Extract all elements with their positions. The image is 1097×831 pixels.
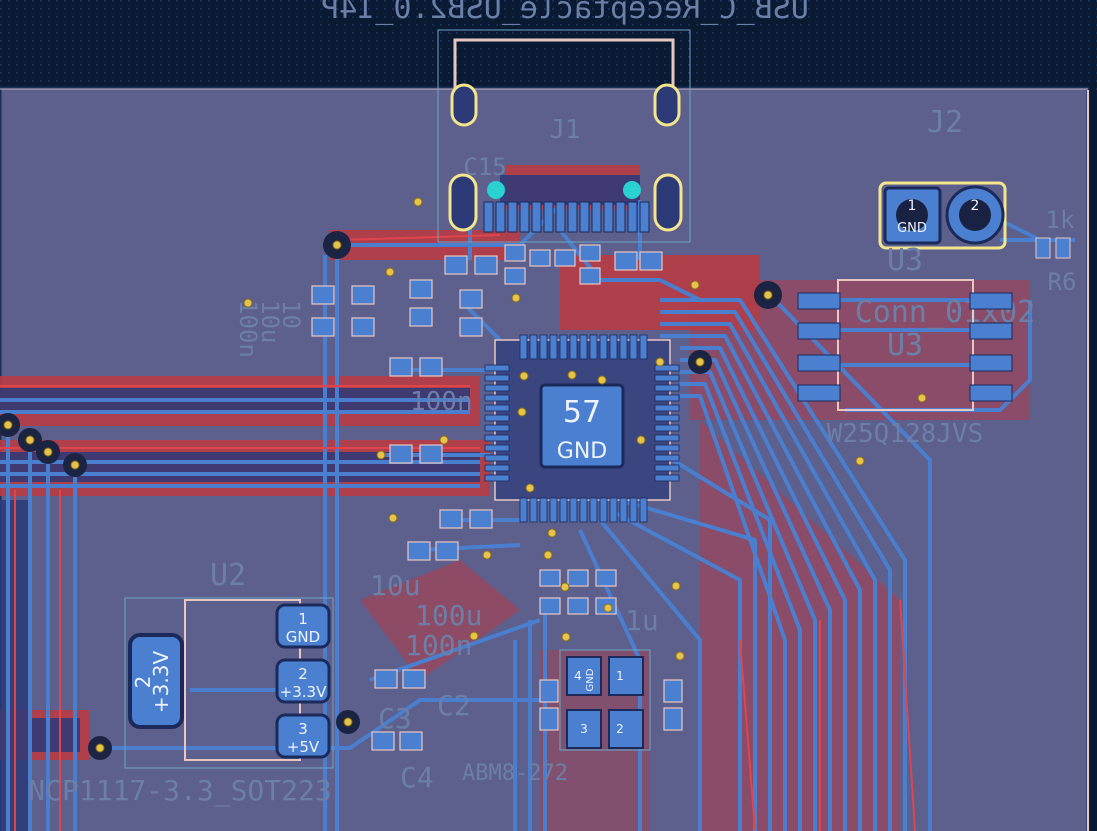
label-1u: 1u bbox=[625, 604, 659, 637]
j1-shield-pad-br[interactable] bbox=[653, 173, 683, 232]
r6-ref-label: R6 bbox=[1048, 268, 1077, 296]
j1-outline bbox=[453, 38, 675, 110]
u2-pin2-number: 2 bbox=[298, 665, 308, 683]
silkscreen-labels: 100n 100n 100n 10u 10u 1u 100u 10 C3 C2 … bbox=[234, 300, 659, 794]
u2-pin-1[interactable] bbox=[275, 603, 331, 649]
label-100n-b: 100n bbox=[410, 387, 473, 417]
label-100n-c: 100n bbox=[405, 629, 472, 662]
label-10: 10 bbox=[277, 300, 305, 329]
u2-pin-2[interactable] bbox=[275, 658, 331, 704]
c2-ref-label: C2 bbox=[437, 689, 471, 722]
y1-pad-3[interactable] bbox=[566, 709, 602, 749]
u3-pin-4[interactable] bbox=[969, 384, 1013, 402]
j1-courtyard bbox=[437, 29, 691, 243]
u2-regulator[interactable]: U2 2 +3.3V 1 GND 2 +3.3V 3 +5V NCP1117-3… bbox=[28, 558, 334, 808]
u3-pin-6[interactable] bbox=[797, 354, 841, 372]
back-traces bbox=[0, 200, 1075, 831]
mcu-pins[interactable] bbox=[484, 334, 680, 523]
j2-outline bbox=[878, 181, 1007, 250]
j2-drill-1 bbox=[896, 199, 928, 231]
u2-ref-label: U2 bbox=[210, 558, 246, 593]
mcu-center-pad[interactable] bbox=[539, 383, 625, 469]
y1-pad-2[interactable] bbox=[608, 709, 644, 749]
j1-ref-label: J1 bbox=[549, 115, 580, 145]
j2-pin1-number: 1 bbox=[908, 198, 917, 214]
c3-ref-label: C3 bbox=[378, 702, 412, 735]
u3-pin-8[interactable] bbox=[797, 292, 841, 310]
u3-pin-5[interactable] bbox=[797, 384, 841, 402]
y1-pad-1[interactable] bbox=[608, 656, 644, 696]
j1-npth-right bbox=[623, 181, 641, 199]
r6-value-label: 1k bbox=[1046, 206, 1075, 234]
j1-usb-c-connector[interactable]: J1 C15 bbox=[437, 29, 691, 243]
u2-pin1-number: 1 bbox=[298, 610, 308, 628]
y1-pad2-number: 2 bbox=[616, 722, 624, 736]
vias bbox=[0, 197, 927, 760]
u2-tab-net: +3.3V bbox=[149, 651, 173, 714]
small-passives[interactable] bbox=[311, 244, 683, 751]
r6-resistor[interactable]: 1k R6 bbox=[1035, 206, 1077, 296]
grid-dots bbox=[0, 0, 1097, 90]
mcu-qfn-ic[interactable]: 57 GND bbox=[484, 334, 680, 523]
j1-value-label: USB_C_Receptacle_USB2.0_14P bbox=[321, 0, 809, 26]
j2-pin2-number: 2 bbox=[971, 198, 980, 214]
label-100u: 100u bbox=[415, 599, 482, 632]
u3-outline bbox=[837, 279, 974, 411]
y1-pad1-number: 1 bbox=[616, 669, 624, 683]
c4-ref-label: C4 bbox=[400, 761, 434, 794]
u3-ref-label: U3 bbox=[887, 243, 923, 278]
j1-shield-pad-tl[interactable] bbox=[450, 83, 478, 127]
r6-pad-a[interactable] bbox=[1035, 237, 1051, 259]
u2-outline bbox=[184, 599, 301, 761]
c15-ref-label: C15 bbox=[463, 153, 506, 181]
label-10u-a: 10u bbox=[256, 300, 284, 343]
j1-shield-pad-tr[interactable] bbox=[653, 83, 681, 127]
u2-pin3-number: 3 bbox=[298, 720, 308, 738]
y1-pad4-number: 4 bbox=[574, 669, 582, 683]
j1-signal-pads[interactable] bbox=[483, 201, 650, 233]
mcu-center-pad-net: GND bbox=[557, 439, 607, 464]
y1-pad3-number: 3 bbox=[580, 722, 588, 736]
u3-pin-7[interactable] bbox=[797, 322, 841, 340]
r6-pad-b[interactable] bbox=[1055, 237, 1071, 259]
u2-tab-number: 2 bbox=[131, 676, 155, 689]
label-10u-b: 10u bbox=[370, 569, 421, 602]
u2-pin3-net: +5V bbox=[287, 738, 320, 756]
j1-npth-left bbox=[487, 181, 505, 199]
y1-courtyard bbox=[559, 649, 651, 751]
front-traces bbox=[0, 234, 916, 831]
y1-gnd-net: GND bbox=[585, 668, 596, 691]
u3-pin-2[interactable] bbox=[969, 322, 1013, 340]
u3-ref-back-label: U3 bbox=[887, 328, 923, 363]
u3-pin-3[interactable] bbox=[969, 354, 1013, 372]
label-100n-a: 100n bbox=[234, 300, 262, 358]
y1-value-label: ABM8-272 bbox=[462, 761, 568, 786]
j2-drill-2 bbox=[959, 199, 991, 231]
u3-pin-1[interactable] bbox=[969, 292, 1013, 310]
y1-crystal[interactable]: 4 1 3 2 GND ABM8-272 bbox=[462, 649, 651, 786]
u2-pin-3[interactable] bbox=[275, 713, 331, 759]
j2-ref-label: J2 bbox=[927, 105, 963, 140]
u3-value-label: W25Q128JVS bbox=[827, 419, 984, 449]
u2-pin1-net: GND bbox=[286, 628, 320, 646]
u2-tab-pad[interactable] bbox=[128, 633, 184, 729]
u2-courtyard bbox=[124, 597, 334, 769]
y1-pad-4[interactable] bbox=[566, 656, 602, 696]
mcu-center-pad-number: 57 bbox=[563, 395, 601, 430]
j2-pin1-net: GND bbox=[897, 221, 927, 236]
u3-flash-ic[interactable]: U3 U3 W25Q128JVS bbox=[797, 243, 1013, 449]
u2-value-label: NCP1117-3.3_SOT223 bbox=[28, 774, 331, 808]
u2-pin2-net: +3.3V bbox=[280, 683, 327, 701]
j1-shield-pad-bl[interactable] bbox=[448, 173, 478, 232]
